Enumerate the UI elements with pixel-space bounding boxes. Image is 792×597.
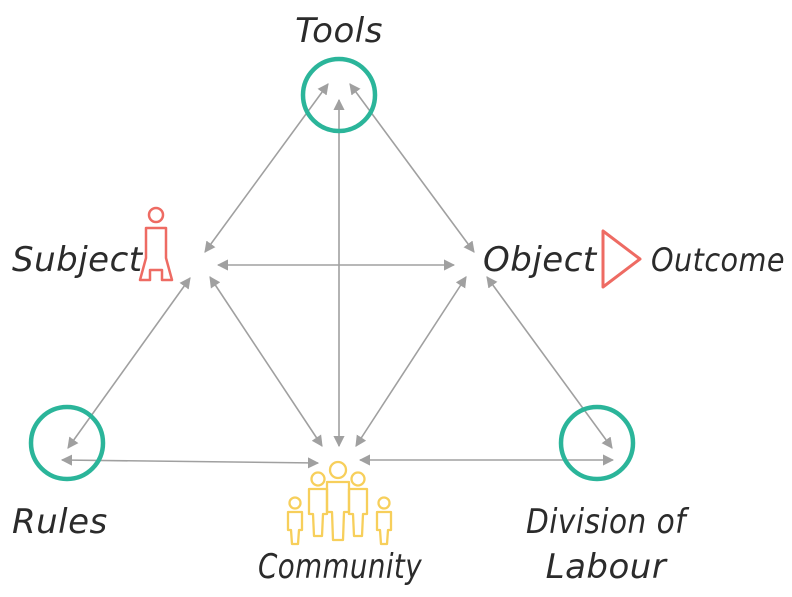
connector-tools-subject — [204, 83, 329, 253]
tools-circle-icon — [300, 56, 378, 134]
community-people-group-icon — [286, 460, 393, 546]
outcome-label: Outcome — [651, 241, 785, 279]
connector-subject-community — [209, 276, 323, 447]
division-label-line1: Division of — [526, 502, 690, 542]
object-label: Object — [483, 240, 598, 280]
connector-object-community — [355, 276, 467, 447]
division-label-line2: Labour — [546, 547, 668, 587]
outcome-triangle-arrow-icon — [601, 229, 642, 289]
connector-object-division — [486, 276, 613, 449]
rules-label: Rules — [12, 502, 108, 542]
connector-rules-community — [60, 454, 320, 469]
subject-person-icon — [138, 206, 174, 282]
division-circle-icon — [558, 404, 636, 482]
rules-circle-icon — [28, 404, 106, 482]
tools-label: Tools — [295, 11, 383, 51]
connector-tools-object — [349, 83, 475, 253]
subject-label: Subject — [12, 240, 144, 280]
community-label: Community — [258, 547, 422, 587]
connector-subject-rules — [67, 277, 191, 449]
